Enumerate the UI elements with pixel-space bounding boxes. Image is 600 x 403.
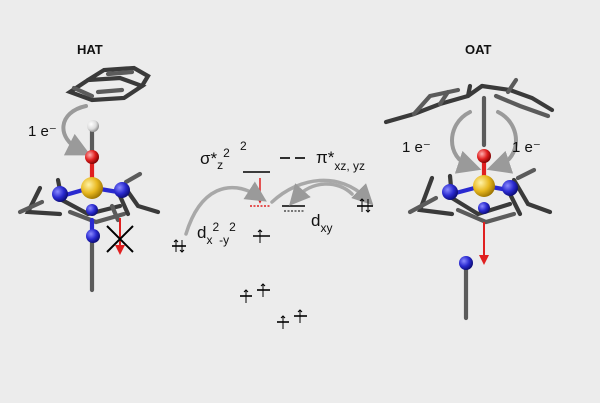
hat-nitrogen-atom-left xyxy=(52,186,68,202)
dx2y2-sup2: 2 xyxy=(229,220,236,234)
mo-diagram xyxy=(172,157,374,329)
spin-lower-1 xyxy=(240,283,270,303)
sigma-star-label: σ*z2 xyxy=(200,146,230,172)
hat-structure xyxy=(17,65,161,293)
oat-electron-label-right: 1 e⁻ xyxy=(512,139,541,156)
oat-nitrogen-atom-left xyxy=(442,184,458,200)
sigma-star-sup-extra: 2 xyxy=(240,139,247,153)
spin-pair-right xyxy=(357,198,373,213)
spin-lower-2 xyxy=(277,309,307,329)
hat-nitrogen-atom-back xyxy=(86,204,98,216)
right-transfer-arrow-outer xyxy=(270,178,374,206)
oat-structure xyxy=(383,77,555,321)
sigma-star-base: σ* xyxy=(200,149,217,168)
oat-substrate xyxy=(383,77,555,148)
pi-star-sub: xz, yz xyxy=(334,159,365,173)
oat-oxygen-atom xyxy=(477,149,491,163)
dxy-sub: xy xyxy=(320,221,332,235)
pi-star-base: π* xyxy=(316,148,335,167)
oat-nitrogen-atom-right xyxy=(502,180,518,196)
dxy-label: dxy xyxy=(311,211,332,235)
hat-electron-label: 1 e⁻ xyxy=(28,123,57,140)
hat-electron-arrow xyxy=(61,104,91,156)
pi-star-label: π*xz, yz xyxy=(316,148,365,173)
oat-nitrogen-atom-detached xyxy=(459,256,473,270)
dx2y2-mid: -y xyxy=(219,233,229,247)
left-transfer-arrow xyxy=(184,181,267,236)
oat-electron-arrow-left xyxy=(450,110,482,174)
oat-metal-atom xyxy=(473,175,495,197)
hat-metal-atom xyxy=(81,177,103,199)
hat-substrate-rings xyxy=(65,65,151,103)
spin-pair-left xyxy=(172,239,186,253)
right-transfer-arrow-inner xyxy=(289,182,354,206)
hat-hydrogen-atom xyxy=(87,120,99,132)
oat-nitrogen-atom-back xyxy=(478,202,490,214)
sigma-star-sup: 2 xyxy=(223,146,230,160)
hat-nitrogen-atom-right xyxy=(114,182,130,198)
oat-electron-label-left: 1 e⁻ xyxy=(402,139,431,156)
dx2y2-sup: 2 xyxy=(212,220,219,234)
dx2y2-base: d xyxy=(197,223,206,242)
oat-electron-arrow-right xyxy=(486,110,518,174)
dx2y2-sub: x xyxy=(206,233,212,247)
hat-nitrogen-atom-axial xyxy=(86,229,100,243)
dxy-base: d xyxy=(311,211,320,230)
spin-dx2y2 xyxy=(253,229,270,243)
oat-label: OAT xyxy=(465,42,492,57)
hat-blocked-cross-icon xyxy=(106,225,134,253)
dx2y2-label: dx2-y2 xyxy=(197,220,236,247)
sigma-star-sub: z xyxy=(217,158,223,172)
hat-oxygen-atom xyxy=(85,150,99,164)
hat-label: HAT xyxy=(77,42,103,57)
